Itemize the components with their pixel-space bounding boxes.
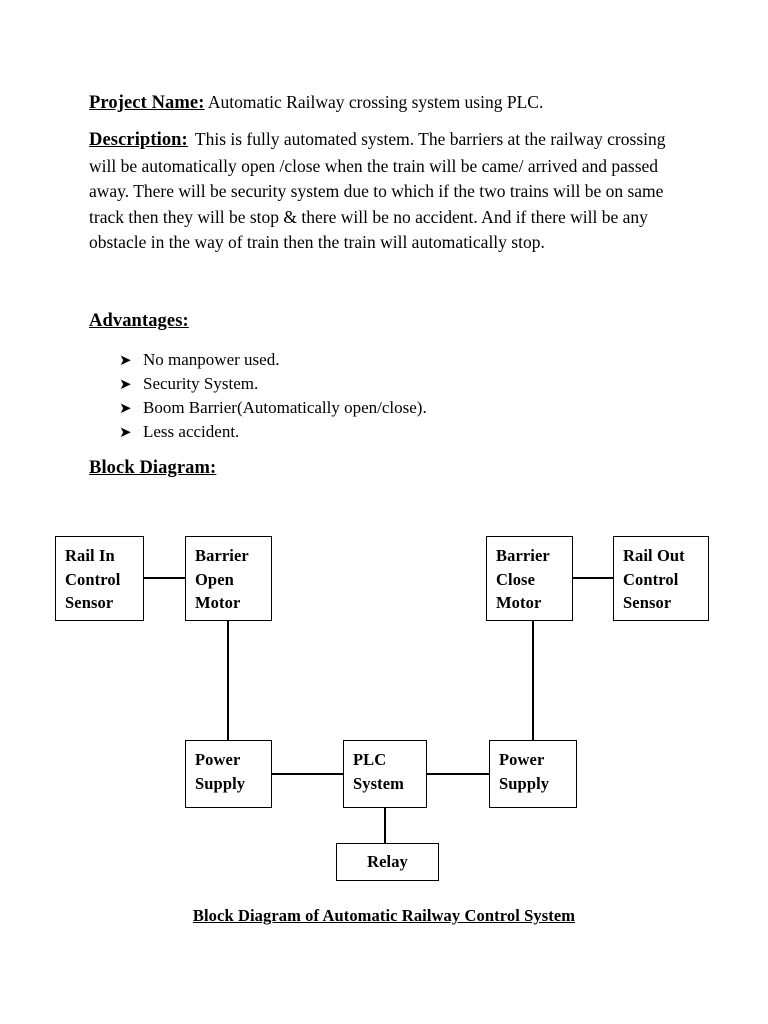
advantages-list: ➤ No manpower used. ➤ Security System. ➤… [119, 348, 427, 444]
list-item-label: Boom Barrier(Automatically open/close). [143, 398, 427, 417]
node-line: Motor [496, 593, 542, 612]
description-label: Description: [89, 130, 188, 150]
diagram-node-plc-system: PLC System [343, 740, 427, 808]
arrow-bullet-icon: ➤ [119, 375, 132, 393]
node-line: Rail Out [623, 546, 685, 565]
node-line: Rail In [65, 546, 115, 565]
diagram-node-power-supply-right: Power Supply [489, 740, 577, 808]
list-item-label: Security System. [143, 374, 259, 393]
project-name-value: Automatic Railway crossing system using … [207, 92, 544, 112]
description-text: This is fully automated system. The barr… [89, 129, 666, 252]
diagram-node-rail-in-control-sensor: Rail In Control Sensor [55, 536, 144, 621]
node-line: Control [623, 569, 679, 589]
node-line: Control [65, 569, 121, 589]
advantages-heading: Advantages: [89, 311, 189, 331]
node-line: Supply [195, 773, 246, 793]
diagram-node-power-supply-left: Power Supply [185, 740, 272, 808]
node-line: Barrier [195, 546, 249, 565]
node-line: Relay [367, 852, 408, 872]
node-line: Sensor [623, 593, 672, 612]
diagram-node-rail-out-control-sensor: Rail Out Control Sensor [613, 536, 709, 621]
node-line: System [353, 773, 405, 793]
list-item: ➤ No manpower used. [119, 348, 427, 372]
arrow-bullet-icon: ➤ [119, 351, 132, 369]
document-text-body: Project Name: Automatic Railway crossing… [89, 88, 689, 256]
description-paragraph: Description: This is fully automated sys… [89, 127, 674, 256]
project-name-label: Project Name: [89, 93, 205, 113]
node-line: Close [496, 569, 535, 589]
arrow-bullet-icon: ➤ [119, 399, 132, 417]
list-item-label: Less accident. [143, 422, 240, 441]
node-line: Power [195, 750, 241, 769]
arrow-bullet-icon: ➤ [119, 423, 132, 441]
project-name-line: Project Name: Automatic Railway crossing… [89, 88, 689, 118]
list-item: ➤ Security System. [119, 372, 427, 396]
list-item: ➤ Less accident. [119, 420, 427, 444]
node-line: Supply [499, 773, 550, 793]
list-item: ➤ Boom Barrier(Automatically open/close)… [119, 396, 427, 420]
block-diagram-heading: Block Diagram: [89, 458, 217, 478]
diagram-node-barrier-open-motor: Barrier Open Motor [185, 536, 272, 621]
node-line: Sensor [65, 593, 114, 612]
node-line: Barrier [496, 546, 550, 565]
node-line: PLC [353, 750, 387, 769]
diagram-node-relay: Relay [336, 843, 439, 881]
node-line: Open [195, 569, 234, 589]
node-line: Motor [195, 593, 241, 612]
block-diagram-caption: Block Diagram of Automatic Railway Contr… [192, 906, 576, 925]
diagram-node-barrier-close-motor: Barrier Close Motor [486, 536, 573, 621]
list-item-label: No manpower used. [143, 350, 280, 369]
node-line: Power [499, 750, 545, 769]
